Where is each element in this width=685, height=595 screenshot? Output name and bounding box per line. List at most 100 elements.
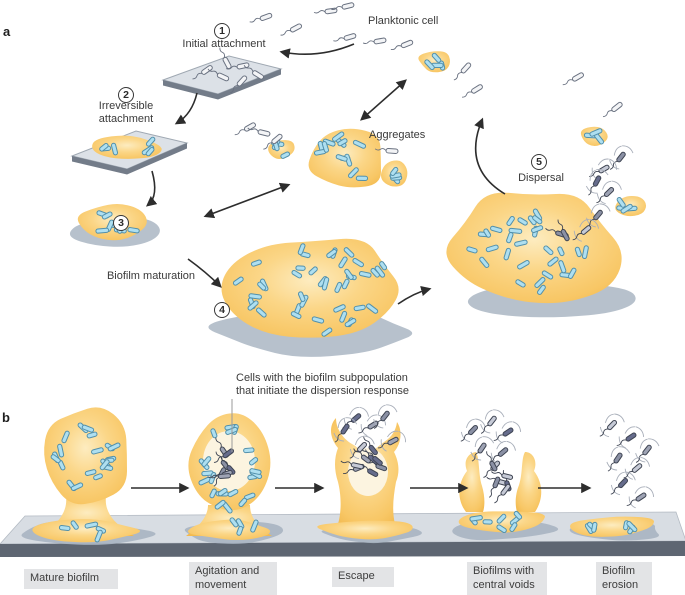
- biofilm-cell: [321, 327, 333, 337]
- blob-shape: [446, 192, 622, 304]
- biofilm-cell: [352, 139, 367, 149]
- swimming-cell: [377, 430, 407, 452]
- panel-b-label: b: [2, 410, 10, 425]
- arrow-mature-to-dispersal: [397, 285, 432, 305]
- arrow-aggregates-planktonic: [360, 79, 407, 121]
- biofilm-cell: [355, 175, 369, 181]
- swimming-cell: [635, 438, 660, 463]
- blob-shape: [32, 519, 141, 543]
- biofilm-cell: [485, 244, 499, 253]
- biofilm-cell: [256, 307, 267, 318]
- swimming-cell: [349, 435, 375, 460]
- arrow-maturation-to-mature: [187, 258, 222, 288]
- dispersing-cell: [365, 449, 383, 466]
- biofilm-cell: [509, 522, 518, 532]
- biofilm-cell: [574, 246, 582, 258]
- biofilm-cell: [86, 431, 98, 439]
- biofilm-cell: [366, 303, 379, 314]
- biofilm-cell: [353, 304, 366, 312]
- biofilm-cell: [431, 52, 442, 63]
- voids-left-horn: [459, 452, 485, 512]
- arrow-irreversible-to-maturation: [145, 170, 158, 207]
- blob-shape: [317, 520, 413, 540]
- step-1-label: Initial attachment: [182, 38, 266, 50]
- planktonic-cell: [462, 84, 483, 98]
- biofilm-cell: [280, 151, 291, 159]
- dispersing-cell: [353, 448, 371, 464]
- dispersing-cell: [213, 448, 235, 463]
- biofilm-cell: [508, 227, 523, 234]
- biofilm-cell: [344, 318, 357, 328]
- step-1-badge: 1: [214, 23, 230, 39]
- biofilm-cell: [210, 428, 218, 439]
- swimming-cell: [493, 421, 522, 444]
- biofilm-cell: [534, 277, 546, 288]
- swimming-cell: [589, 158, 618, 180]
- step-3-label: Biofilm maturation: [106, 270, 196, 282]
- biofilm-cell: [247, 300, 259, 311]
- biofilm-cell: [243, 447, 255, 454]
- biofilm-cell: [321, 276, 330, 291]
- biofilm-cell: [358, 271, 372, 278]
- biofilm-cell: [94, 529, 103, 543]
- dispersing-cell: [363, 436, 378, 456]
- biofilm-cell: [93, 473, 103, 481]
- arrow-dispersal-to-planktonic: [474, 117, 506, 195]
- biofilm-cell: [107, 442, 121, 452]
- dispersing-cell: [340, 460, 364, 470]
- biofilm-cell: [250, 259, 262, 267]
- biofilm-cell: [99, 459, 110, 471]
- planktonic-cell: [333, 33, 357, 42]
- biofilm-cell: [229, 517, 239, 528]
- biofilm-cell: [332, 131, 345, 142]
- biofilm-cell: [84, 469, 97, 476]
- biofilm-cell: [145, 136, 156, 147]
- biofilm-cell: [343, 247, 355, 258]
- swimming-cell: [596, 180, 622, 205]
- biofilm-cell: [297, 243, 306, 256]
- biofilm-cell: [506, 231, 514, 244]
- biofilm-cell: [248, 293, 262, 300]
- biofilm-cell: [547, 256, 559, 267]
- step-2-label: Irreversible attachment: [98, 100, 154, 125]
- biofilm-cell: [214, 499, 226, 510]
- swimming-cell: [623, 456, 650, 480]
- biofilm-cell: [490, 225, 503, 234]
- planktonic-cell: [331, 2, 355, 10]
- biofilm-cell: [616, 197, 626, 208]
- biofilm-cell: [291, 269, 303, 279]
- biofilm-cell: [295, 265, 306, 271]
- arrow-initial-to-irreversible: [174, 92, 198, 125]
- biofilm-cell: [232, 276, 244, 286]
- step-5-badge: 5: [531, 154, 547, 170]
- swimming-cell: [626, 486, 655, 509]
- biofilm-cell: [503, 247, 512, 261]
- biofilm-cell: [238, 497, 248, 507]
- biofilm-cell: [379, 261, 388, 271]
- planktonic-cell: [263, 133, 283, 150]
- swimming-cell: [585, 169, 609, 196]
- biofilm-cell: [91, 447, 104, 455]
- biofilm-cell: [337, 138, 348, 147]
- biofilm-cell: [110, 142, 119, 156]
- biofilm-cell: [541, 270, 554, 280]
- panel-a-biofilm-blobs: [69, 51, 647, 357]
- swimming-cell: [489, 440, 516, 464]
- biofilm-cell: [321, 141, 329, 153]
- step-3-badge: 3: [113, 215, 129, 231]
- planktonic-cell: [602, 101, 623, 118]
- biofilm-cell: [496, 513, 507, 524]
- biofilm-cell: [424, 59, 435, 71]
- biofilm-cell: [352, 257, 364, 268]
- biofilm-cell: [99, 142, 109, 152]
- swimming-cell: [606, 446, 631, 472]
- planktonic-cell: [207, 68, 230, 82]
- biofilm-cell: [308, 266, 318, 276]
- swimming-cell: [470, 436, 495, 462]
- step-5-label: Dispersal: [518, 172, 564, 184]
- planktonic-cell-label: Planktonic cell: [368, 15, 439, 27]
- biofilm-cell: [70, 482, 84, 491]
- step-2-badge: 2: [118, 87, 134, 103]
- planktonic-cell: [249, 12, 273, 23]
- biofilm-cell: [290, 311, 302, 320]
